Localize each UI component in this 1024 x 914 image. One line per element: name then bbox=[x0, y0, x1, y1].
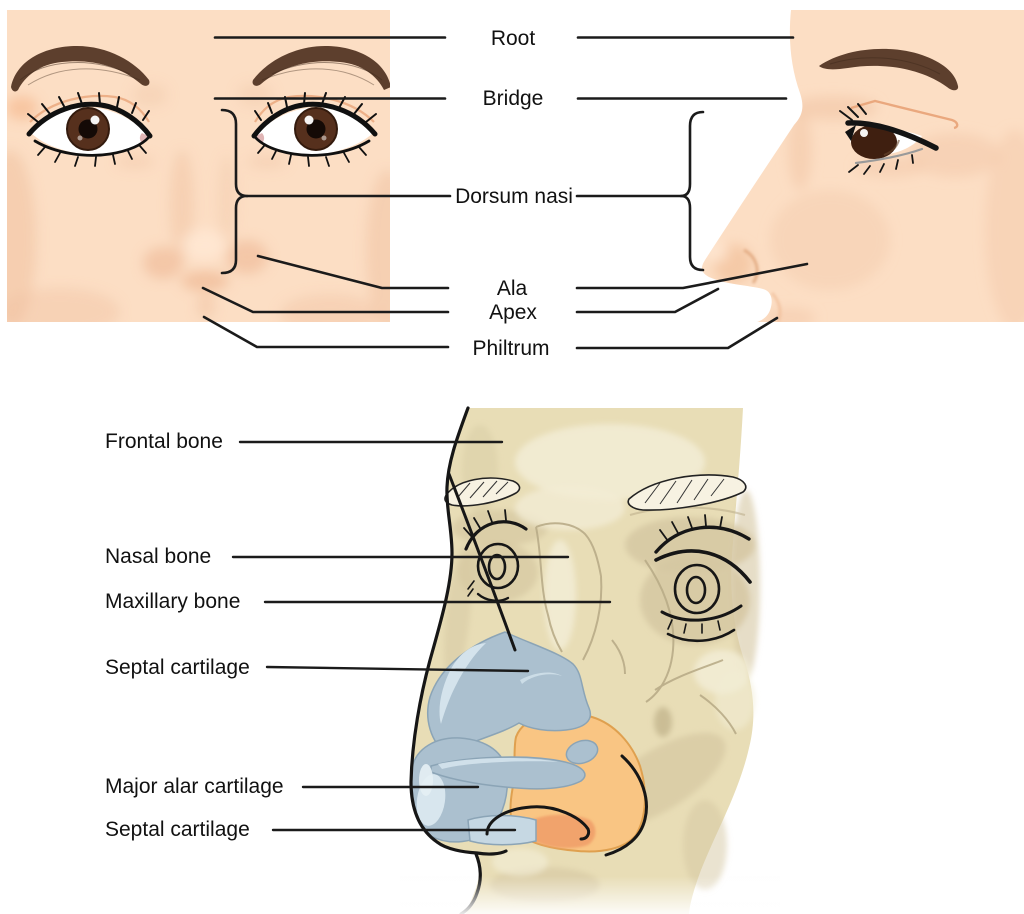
alar-groove-curve bbox=[604, 754, 648, 857]
apex-leader-left bbox=[201, 286, 450, 314]
label-dorsum-nasi: Dorsum nasi bbox=[455, 185, 573, 208]
sketch-left-eyebrow bbox=[444, 477, 521, 507]
profile-eyebrow bbox=[819, 48, 959, 91]
profile-face-illustration bbox=[701, 10, 1024, 322]
front-face-illustration bbox=[7, 10, 390, 322]
label-septal-cartilage-lower: Septal cartilage bbox=[105, 818, 250, 841]
philtrum-leader-left bbox=[202, 315, 450, 349]
label-nasal-bone: Nasal bone bbox=[105, 545, 212, 568]
dorsum-brace-left bbox=[220, 108, 249, 275]
ala-leader-left bbox=[256, 254, 450, 290]
front-right-eyebrow bbox=[252, 45, 390, 90]
label-ala: Ala bbox=[496, 277, 528, 300]
profile-eye bbox=[839, 99, 959, 175]
sketch-right-eyebrow bbox=[627, 474, 747, 511]
bone-sutures bbox=[535, 506, 746, 735]
label-root: Root bbox=[490, 27, 536, 50]
label-bridge: Bridge bbox=[482, 87, 544, 110]
septal-cartilage-upper-leader bbox=[265, 665, 530, 673]
sketch-right-eye bbox=[654, 514, 752, 643]
label-apex: Apex bbox=[489, 301, 537, 324]
dorsum-brace-right bbox=[679, 110, 705, 272]
accessory-cartilage-shape bbox=[565, 739, 599, 765]
front-right-eye bbox=[251, 92, 378, 167]
label-major-alar-cartilage: Major alar cartilage bbox=[105, 775, 284, 798]
ala-leader-right bbox=[575, 262, 809, 290]
profile-outline bbox=[409, 406, 508, 856]
nostril-outline-curve bbox=[485, 805, 591, 841]
front-left-eye bbox=[26, 92, 153, 167]
top-leader-lines bbox=[201, 36, 809, 350]
label-maxillary-bone: Maxillary bone bbox=[105, 590, 241, 613]
philtrum-leader-right bbox=[575, 316, 779, 350]
front-left-eyebrow bbox=[11, 45, 150, 92]
minor-alar-cartilage bbox=[525, 814, 596, 849]
sketch-left-eye bbox=[463, 509, 528, 602]
label-philtrum: Philtrum bbox=[472, 337, 550, 360]
label-frontal-bone: Frontal bone bbox=[105, 430, 223, 453]
skull-illustration bbox=[400, 406, 780, 914]
apex-leader-right bbox=[575, 287, 720, 314]
major-alar-cartilage-shape bbox=[430, 756, 586, 790]
label-septal-cartilage-upper: Septal cartilage bbox=[105, 656, 250, 679]
bottom-leader-lines bbox=[231, 440, 612, 832]
